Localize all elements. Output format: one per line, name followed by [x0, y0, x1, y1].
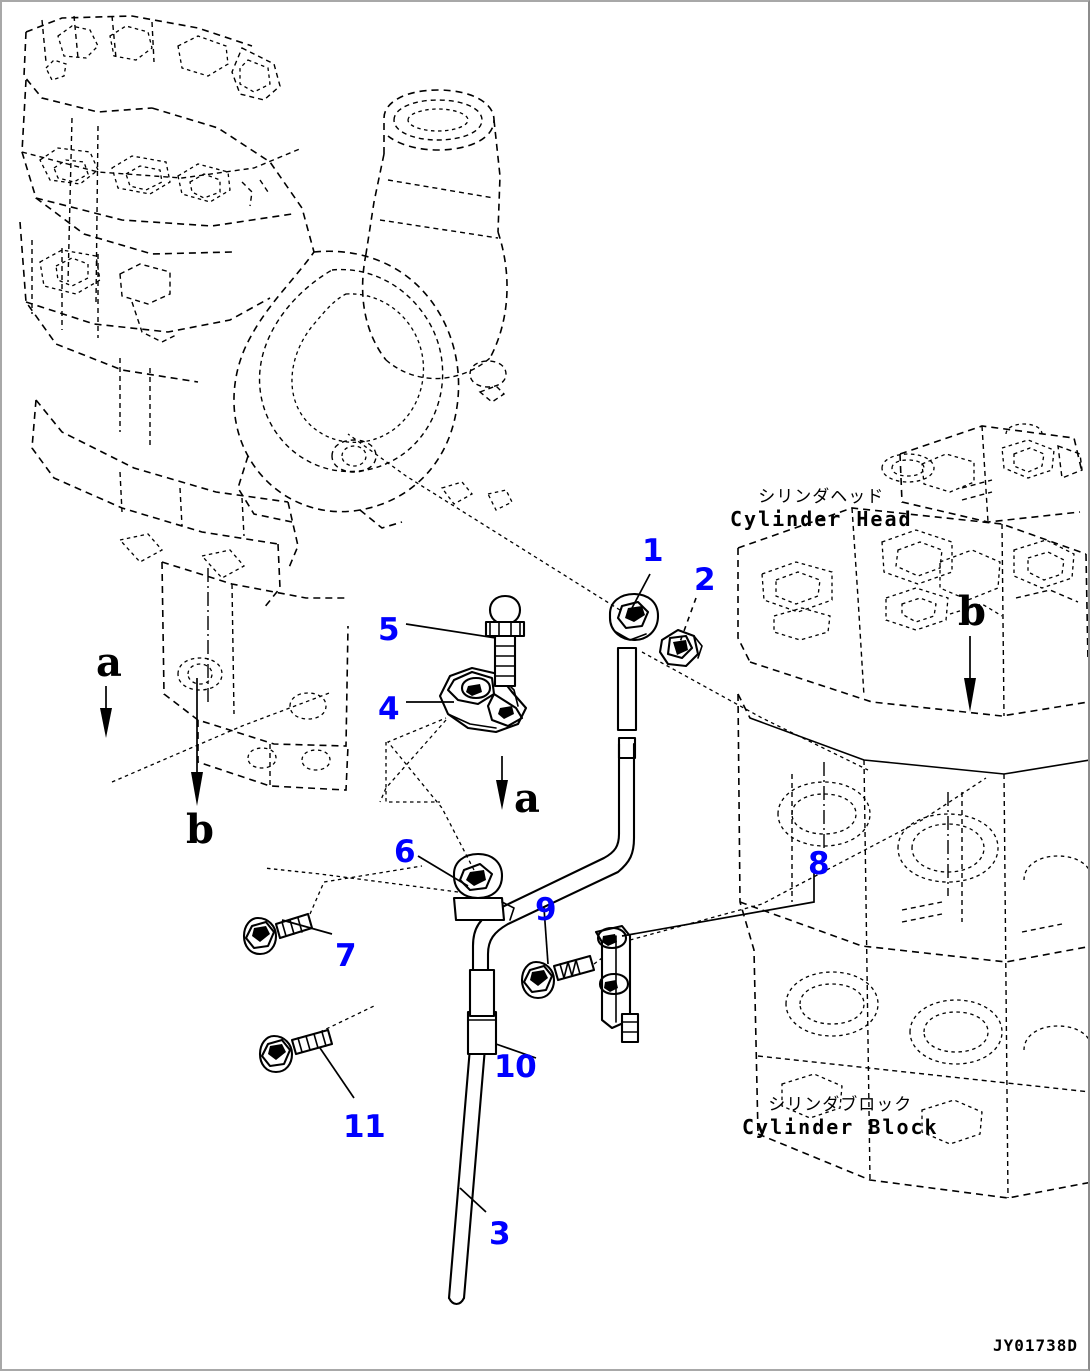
- callout-6: 6: [394, 834, 416, 870]
- label-cylinder-head-en: Cylinder Head: [730, 506, 913, 531]
- part-bolt-clip: [520, 954, 596, 1000]
- part-tube-clamp: [452, 852, 515, 922]
- callout-3: 3: [489, 1216, 511, 1252]
- callout-leaders: [281, 573, 815, 1213]
- bracket-phantom-outline: [385, 742, 440, 803]
- callout-7: 7: [335, 938, 357, 974]
- callout-9: 9: [535, 892, 557, 928]
- part-tube-support-clip: [594, 924, 640, 1044]
- part-bolt-lower: [258, 1028, 334, 1074]
- label-cylinder-block-jp: シリンダブロック: [768, 1095, 913, 1115]
- engine-block-group: [737, 423, 1088, 1199]
- section-mark-a-mid: a: [514, 775, 540, 822]
- callout-8: 8: [808, 846, 830, 882]
- section-mark-b-left: b: [186, 806, 214, 853]
- section-arrows: [100, 636, 976, 810]
- callout-5: 5: [378, 612, 400, 648]
- assembly-reference-lines: [111, 433, 987, 1033]
- part-gasket-washer: [658, 628, 703, 668]
- callout-4: 4: [378, 691, 400, 727]
- oil-tube-assembly: [447, 646, 638, 1306]
- drawing-number: JY01738D: [992, 1336, 1078, 1355]
- part-bolt-upper: [484, 594, 526, 688]
- section-mark-b-right: b: [958, 588, 986, 635]
- callout-2: 2: [694, 562, 716, 598]
- callout-10: 10: [494, 1049, 537, 1085]
- section-mark-a-left: a: [96, 639, 122, 686]
- label-cylinder-head: シリンダヘッド Cylinder Head: [730, 487, 913, 531]
- label-cylinder-block: シリンダブロック Cylinder Block: [742, 1095, 939, 1139]
- label-cylinder-block-en: Cylinder Block: [742, 1114, 939, 1139]
- part-bolt-clamp: [242, 912, 314, 956]
- transmission-housing-group: [19, 15, 513, 791]
- part-banjo-fitting: [608, 592, 660, 642]
- callout-1: 1: [642, 533, 664, 569]
- callout-11: 11: [343, 1109, 386, 1145]
- label-cylinder-head-jp: シリンダヘッド: [758, 487, 885, 507]
